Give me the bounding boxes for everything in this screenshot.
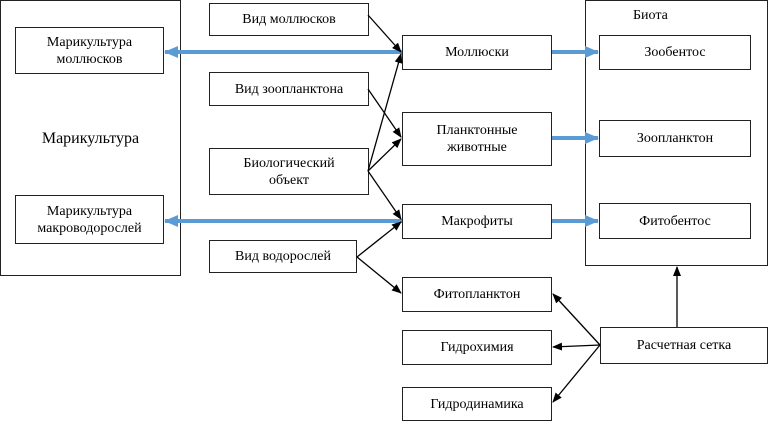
zooplankton-species-box: Вид зоопланктона [209, 72, 369, 106]
hydrochemistry-box: Гидрохимия [402, 330, 552, 365]
arrow-bio-mollusks [367, 53, 403, 172]
arrow-algae-phytoplankton [356, 256, 402, 294]
arrow-algae-macrophytes [356, 221, 402, 258]
arrow-grid-hydrochemistry [552, 342, 601, 351]
biological-object-box: Биологический объект [209, 148, 369, 195]
arrow-species-mollusks [367, 14, 402, 53]
algae-species-box: Вид водорослей [209, 240, 357, 273]
biota-title: Биота [633, 8, 668, 23]
mollusks-box: Моллюски [402, 35, 552, 70]
plankton-animals-box: Планктонные животные [402, 112, 552, 166]
zooplankton-box: Зоопланктон [599, 120, 751, 157]
phytoplankton-box: Фитопланктон [402, 277, 552, 312]
mariculture-seaweed-box: Марикультура макроводорослей [15, 195, 164, 244]
arrow-grid-phytoplankton [552, 293, 601, 346]
computational-grid-box: Расчетная сетка [600, 327, 768, 364]
mariculture-title: Марикультура [41, 130, 140, 147]
zoobenthos-box: Зообентос [599, 35, 751, 70]
arrow-bio-macrophytes [367, 170, 402, 220]
mollusk-species-box: Вид моллюсков [209, 3, 369, 36]
arrow-bio-plankton [367, 138, 402, 172]
macrophytes-box: Макрофиты [402, 204, 552, 239]
arrow-grid-hydrodynamics [552, 344, 601, 403]
mariculture-group [0, 0, 181, 276]
mariculture-mollusks-box: Марикультура моллюсков [15, 27, 164, 74]
hydrodynamics-box: Гидродинамика [402, 387, 552, 421]
phytobenthos-box: Фитобентос [599, 203, 751, 239]
